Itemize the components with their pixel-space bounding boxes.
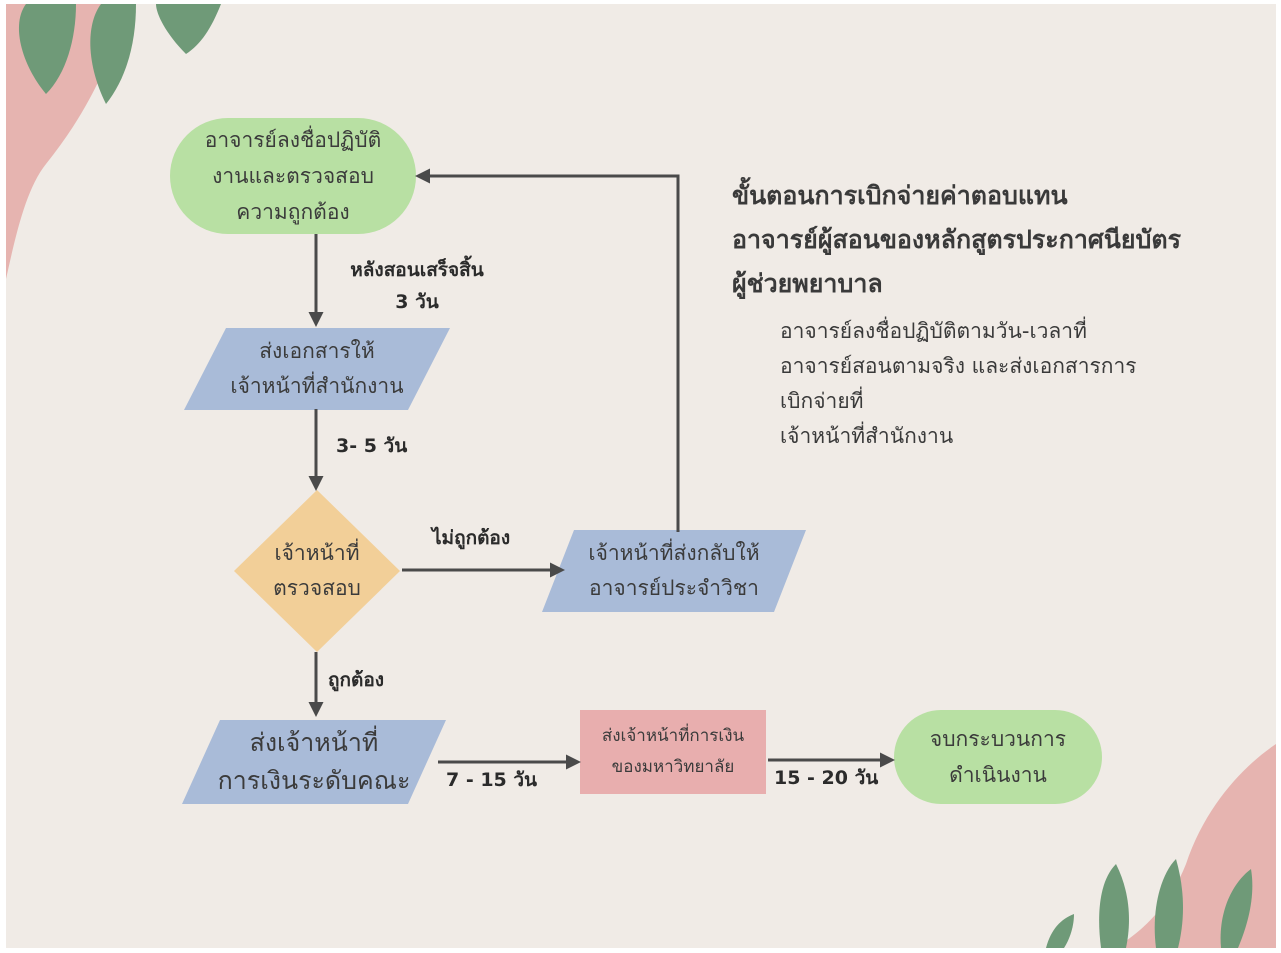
leaf-bottom-right-2 [1154, 859, 1183, 948]
return-parallelogram: เจ้าหน้าที่ส่งกลับให้ อาจารย์ประจำวิชา [542, 530, 806, 612]
decorative-background [6, 4, 1276, 948]
flowchart-description: อาจารย์ลงชื่อปฏิบัติตามวัน-เวลาที่ อาจาร… [780, 319, 1137, 448]
university-finance-box: ส่งเจ้าหน้าที่การเงิน ของมหาวิทยาลัย [580, 710, 766, 794]
leaf-top-left-3 [156, 4, 221, 54]
flowchart-title: ขั้นตอนการเบิกจ่ายค่าตอบแทน อาจารย์ผู้สอ… [732, 181, 1182, 298]
parallelogram-shape [182, 720, 446, 804]
start-terminator: อาจารย์ลงชื่อปฏิบัติ งานและตรวจสอบ ความถ… [170, 118, 416, 234]
return-label: เจ้าหน้าที่ส่งกลับให้ อาจารย์ประจำวิชา [588, 541, 760, 600]
label-incorrect: ไม่ถูกต้อง [432, 527, 511, 549]
label-after-teaching: หลังสอนเสร็จสิ้น 3 วัน [350, 259, 484, 313]
label-correct: ถูกต้อง [328, 669, 385, 691]
parallelogram-shape [542, 530, 806, 612]
start-label: อาจารย์ลงชื่อปฏิบัติ งานและตรวจสอบ ความถ… [204, 128, 382, 224]
check-decision-diamond: เจ้าหน้าที่ ตรวจสอบ [234, 490, 400, 652]
label-days-15-20: 15 - 20 วัน [774, 767, 879, 789]
diamond-shape [234, 490, 400, 652]
parallelogram-shape [184, 328, 450, 410]
label-days-3-5: 3- 5 วัน [336, 435, 408, 457]
leaf-bottom-right-1 [1099, 864, 1129, 948]
end-terminator: จบกระบวนการ ดำเนินงาน [894, 710, 1102, 804]
university-finance-label: ส่งเจ้าหน้าที่การเงิน ของมหาวิทยาลัย [601, 726, 745, 777]
pink-blob-bottom-right [1116, 744, 1276, 948]
end-label: จบกระบวนการ ดำเนินงาน [929, 727, 1067, 787]
faculty-finance-label: ส่งเจ้าหน้าที่ การเงินระดับคณะ [217, 728, 411, 795]
send-docs-label: ส่งเอกสารให้ เจ้าหน้าที่สำนักงาน [230, 339, 404, 398]
send-docs-parallelogram: ส่งเอกสารให้ เจ้าหน้าที่สำนักงาน [184, 328, 450, 410]
leaf-bottom-right-4 [1046, 914, 1074, 948]
leaf-top-left-2 [90, 4, 136, 104]
leaf-top-left-1 [18, 4, 76, 94]
check-label: เจ้าหน้าที่ ตรวจสอบ [273, 541, 361, 600]
flowchart-canvas: อาจารย์ลงชื่อปฏิบัติ งานและตรวจสอบ ความถ… [6, 4, 1276, 948]
label-days-7-15: 7 - 15 วัน [446, 769, 538, 791]
leaf-bottom-right-3 [1220, 869, 1253, 948]
faculty-finance-parallelogram: ส่งเจ้าหน้าที่ การเงินระดับคณะ [182, 720, 446, 804]
